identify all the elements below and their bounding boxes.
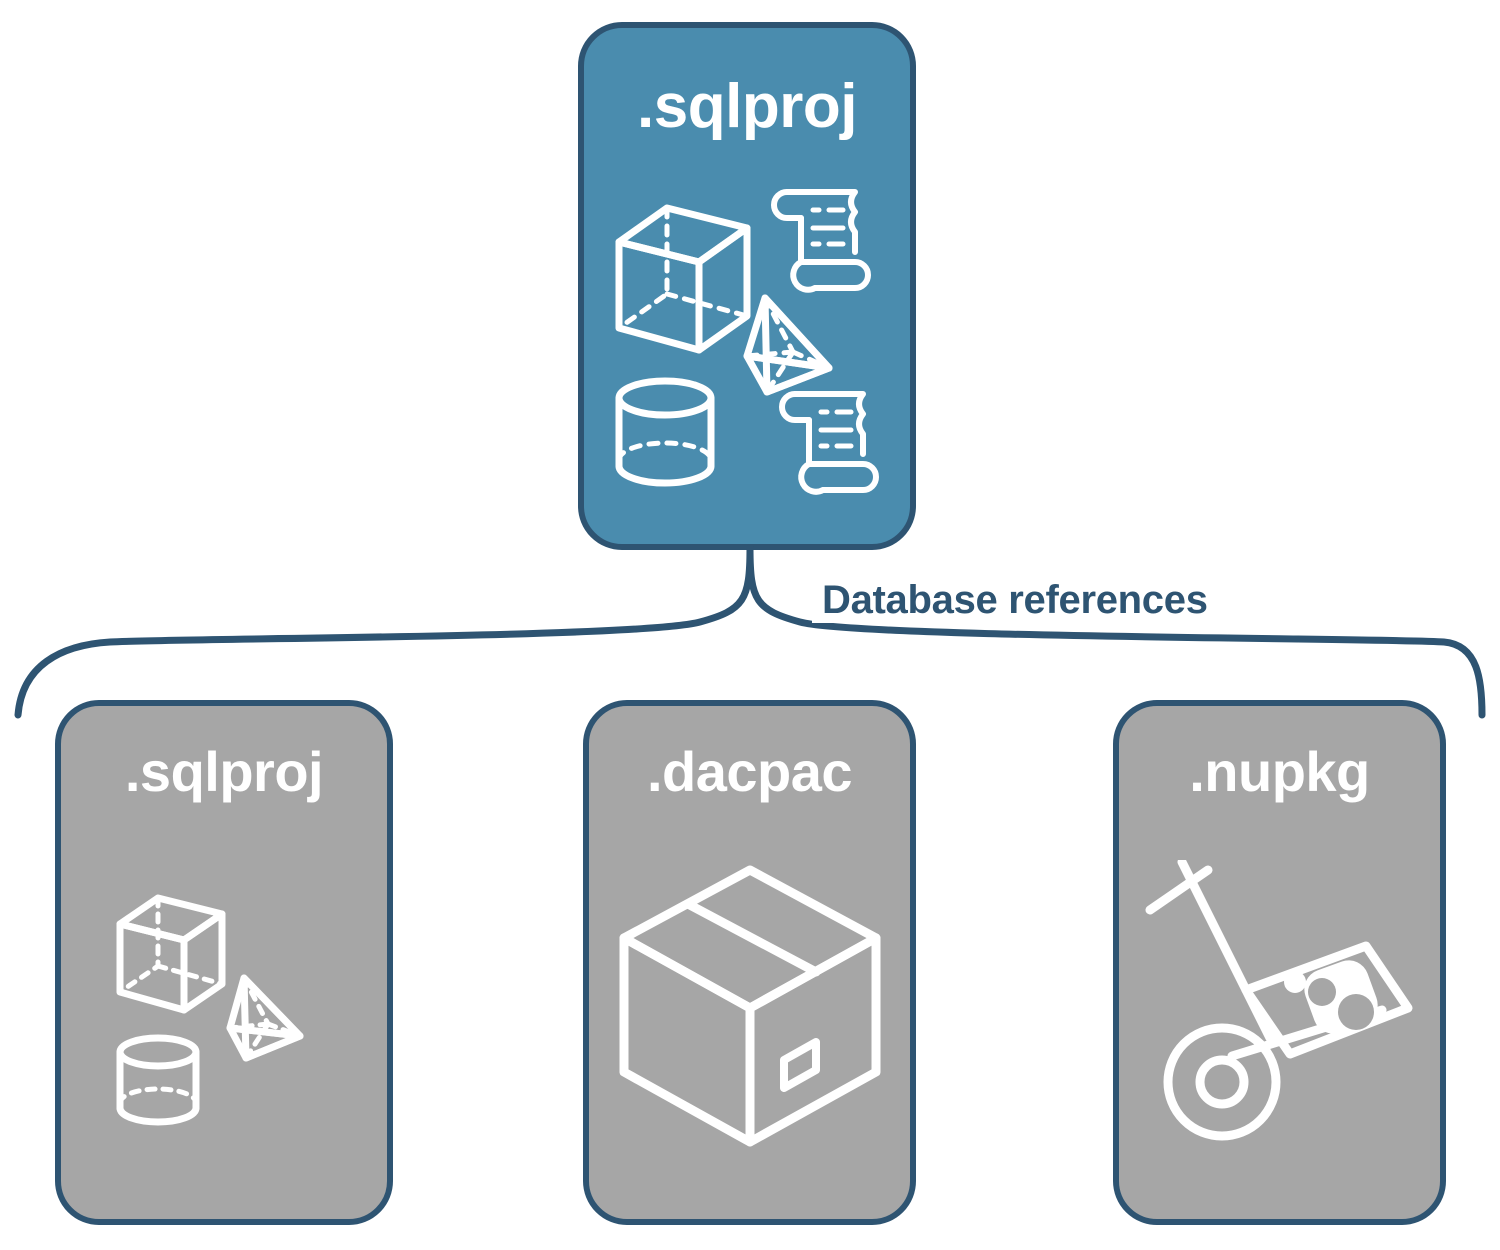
reference-node-artwork [589, 800, 910, 1219]
package-box-icon [619, 865, 880, 1146]
reference-node-nupkg[interactable]: .nupkg [1113, 700, 1446, 1225]
reference-node-sqlproj[interactable]: .sqlproj [55, 700, 393, 1225]
reference-node-label: .dacpac [646, 740, 853, 803]
scroll-icon [771, 189, 871, 293]
root-node-artwork [584, 138, 910, 544]
reference-node-dacpac[interactable]: .dacpac [583, 700, 916, 1225]
scroll-icon [779, 391, 879, 495]
reference-node-artwork [61, 800, 387, 1219]
reference-node-artwork [1119, 800, 1440, 1219]
cube-icon [116, 894, 226, 1013]
pyramid-icon [226, 974, 304, 1061]
pyramid-icon [743, 294, 833, 396]
cylinder-icon [615, 377, 715, 487]
root-node-sqlproj[interactable]: .sqlproj [578, 22, 916, 550]
cube-icon [615, 204, 751, 354]
connector-label: Database references [812, 578, 1218, 623]
nuget-logo-holes [1307, 977, 1374, 1030]
hand-truck-package-icon [1145, 859, 1412, 1140]
root-node-label: .sqlproj [637, 72, 857, 141]
cylinder-icon [116, 1034, 200, 1125]
reference-node-label: .nupkg [1189, 740, 1370, 803]
reference-node-label: .sqlproj [124, 740, 324, 803]
